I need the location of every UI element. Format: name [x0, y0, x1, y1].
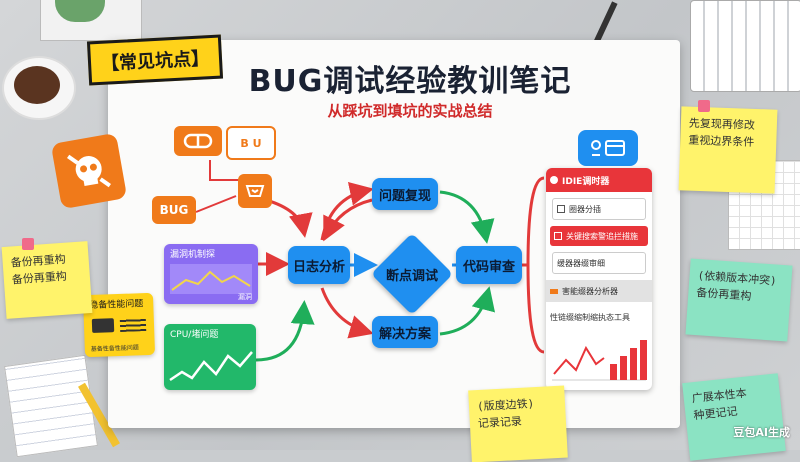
- panel-row-3[interactable]: 缓器器缀审细: [552, 252, 646, 274]
- card-cpu-title: CPU/堵问题: [170, 330, 219, 340]
- skull-badge: [50, 132, 128, 210]
- bu-label: B U: [240, 136, 262, 150]
- bug-badge: BUG: [152, 196, 196, 224]
- panel-row-2-icon: [554, 232, 562, 240]
- sticky-left-line-2: 备份再重构: [11, 269, 68, 287]
- code-badge: [238, 174, 272, 208]
- arrow-repro-to-review: [439, 190, 495, 244]
- pin-pink: [698, 100, 710, 112]
- panel-row-4-label: 害能缀器分析器: [562, 286, 618, 296]
- panel-row-1-label: 圈器分插: [569, 204, 601, 214]
- sticky-top-right-line-2: 重视边界条件: [688, 133, 755, 149]
- page-title: BUG调试经验教训笔记: [248, 64, 572, 99]
- node-solution-label: 解决方案: [378, 326, 431, 342]
- card-icon: [91, 318, 115, 333]
- panel-header: IDIE调时器: [562, 176, 610, 187]
- card-vulnerability-sub: 漏洞: [238, 293, 252, 301]
- code-icon: [245, 185, 265, 197]
- panel-row-4-icon: [550, 288, 558, 294]
- card-cpu[interactable]: CPU/堵问题: [164, 324, 256, 390]
- keyboard: [690, 0, 800, 92]
- arrow-repro-to-log: [323, 198, 373, 242]
- node-breakpoint-debug-label: 断点调试: [385, 268, 438, 284]
- skull-icon: [67, 154, 111, 188]
- arrow-bug-to-orange: [195, 195, 237, 213]
- page-subtitle: 从踩坑到填坑的实战总结: [327, 102, 493, 120]
- card-id-icon: [591, 140, 625, 156]
- node-reproduce-issue[interactable]: 问题复现: [372, 178, 438, 210]
- panel-row-2[interactable]: 关键搜索警追拦措施: [550, 226, 648, 246]
- bracket-right: [526, 176, 545, 354]
- node-solution[interactable]: 解决方案: [372, 316, 438, 348]
- panel-row-3-label: 缓器器缀审细: [557, 258, 605, 268]
- node-breakpoint-debug[interactable]: 断点调试: [370, 232, 454, 316]
- node-reproduce-issue-label: 问题复现: [378, 188, 431, 204]
- node-code-review[interactable]: 代码审查: [456, 246, 522, 284]
- arrow-orange-to-log: [265, 198, 313, 238]
- cpu-chart-icon: [169, 351, 253, 382]
- panel-row-4[interactable]: 害能缀器分析器: [546, 280, 652, 302]
- panel-row-2-label: 关键搜索警追拦措施: [566, 231, 638, 241]
- node-log-analysis[interactable]: 日志分析: [288, 246, 350, 284]
- sticky-right: (依赖版本冲突) 备份再重构: [685, 258, 793, 342]
- sticky-top-right: 先复现再修改 重视边界条件: [678, 106, 778, 194]
- card-stability[interactable]: 稳备性能问题 基备性备性能问题: [82, 292, 156, 358]
- panel-row-1-icon: [557, 205, 565, 213]
- arrow-green-to-log: [255, 300, 315, 362]
- card-stability-title: 稳备性能问题: [89, 299, 144, 312]
- sticky-bottom-right: 广展本性本 种更记记: [682, 373, 786, 461]
- sticky-bottom-center-line-2: 记录记录: [477, 414, 523, 431]
- plant-icon: [55, 0, 105, 22]
- pin-pink-left: [22, 238, 34, 250]
- panel-header-dot: [550, 176, 558, 184]
- panel-row-5-label: 性链缀缩制缩执态工具: [550, 312, 630, 322]
- card-stability-sub: 基备性备性能问题: [90, 344, 139, 353]
- chat-bubble: [578, 130, 638, 166]
- flow-arrows: [195, 160, 545, 362]
- sticky-left: 备份再重构 备份再重构: [1, 241, 93, 319]
- arrow-solution-to-review: [439, 286, 496, 336]
- bug-badge-label: BUG: [159, 203, 189, 217]
- watermark: 豆包AI生成: [733, 426, 790, 439]
- sticky-bottom-center: (版度边铁) 记录记录: [468, 385, 568, 462]
- card-lines: [119, 317, 147, 332]
- pill-icon: [183, 133, 213, 149]
- card-vulnerability[interactable]: 漏洞机制探 漏洞: [164, 244, 258, 304]
- pill-badge: [174, 126, 222, 156]
- panel-row-1[interactable]: 圈器分插: [552, 198, 646, 220]
- coffee-liquid: [14, 66, 60, 104]
- arrow-log-to-solution: [320, 287, 374, 339]
- panel-row-5[interactable]: 性链缀缩制缩执态工具: [546, 306, 652, 328]
- debug-tools-panel: IDIE调时器 圈器分插 关键搜索警追拦措施 缓器器缀审细 害能缀器分析器 性链…: [546, 168, 652, 390]
- panel-header-row: IDIE调时器: [546, 168, 652, 192]
- bar-chart-icon: [552, 340, 647, 381]
- bu-label-box: B U: [226, 126, 276, 160]
- node-code-review-label: 代码审查: [462, 259, 515, 275]
- node-log-analysis-label: 日志分析: [292, 259, 345, 275]
- card-vulnerability-title: 漏洞机制探: [170, 250, 216, 260]
- line-chart-icon: [170, 264, 252, 294]
